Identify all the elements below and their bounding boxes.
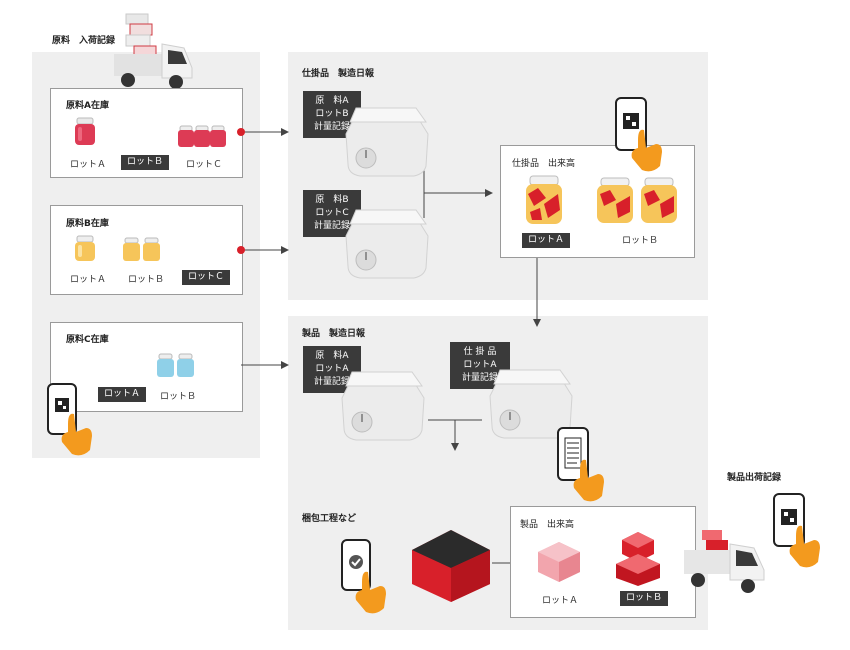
mixed-jar-icon: [526, 175, 562, 224]
jar-icon: [75, 117, 95, 145]
raw-c-stock-card: [50, 322, 243, 412]
connector-dot: [237, 128, 245, 136]
checkmark-phone-icon: [341, 539, 386, 614]
box-icon: [538, 542, 580, 582]
shipping-truck-icon: [684, 530, 765, 593]
weighing-scale-icon: [489, 369, 573, 439]
raw-receiving-heading: 原料 入荷記録: [52, 36, 116, 46]
jar-pair-icon: [123, 237, 160, 261]
raw-a-lot-a-label: ロットＡ: [70, 160, 107, 170]
raw-b-lot-b-label: ロットＢ: [128, 275, 165, 285]
raw-a-lot-b-tag: ロットＢ: [121, 155, 170, 170]
raw-c-lot-a-tag: ロットＡ: [98, 387, 147, 402]
packing-heading: 梱包工程など: [302, 514, 357, 524]
weighing-scale-icon: [345, 209, 429, 279]
weighing-scale-icon: [345, 107, 429, 177]
delivery-truck-icon: [114, 13, 193, 89]
raw-b-title: 原料B在庫: [66, 219, 109, 229]
wip-output-lot-a-tag: ロットＡ: [522, 233, 571, 248]
raw-c-title: 原料C在庫: [66, 335, 109, 345]
product-output-title: 製品 出来高: [520, 520, 575, 530]
shipping-heading: 製品出荷記録: [727, 473, 782, 483]
mixed-jar-pair-icon: [597, 177, 677, 223]
qr-scan-phone-icon: [615, 97, 662, 172]
stacked-boxes-icon: [616, 532, 660, 586]
weighing-scale-icon: [341, 371, 425, 441]
raw-a-lot-c-label: ロットＣ: [186, 160, 223, 170]
qr-scan-phone-icon: [47, 383, 92, 456]
raw-c-lot-b-label: ロットＢ: [160, 392, 197, 402]
raw-a-title: 原料A在庫: [66, 101, 109, 111]
packing-machine-icon: [412, 530, 490, 602]
wip-output-lot-b-label: ロットＢ: [622, 236, 659, 246]
wip-report-heading: 仕掛品 製造日報: [302, 69, 375, 79]
product-report-heading: 製品 製造日報: [302, 329, 366, 339]
document-phone-icon: [557, 427, 604, 502]
product-output-lot-a-label: ロットＡ: [542, 596, 579, 606]
qr-scan-phone-icon: [773, 493, 820, 568]
jar-icon: [75, 235, 95, 261]
raw-b-lot-a-label: ロットＡ: [70, 275, 107, 285]
wip-output-title: 仕掛品 出来高: [512, 159, 576, 169]
product-output-lot-b-tag: ロットＢ: [620, 591, 669, 606]
connector-dot: [237, 246, 245, 254]
raw-b-lot-c-tag: ロットＣ: [182, 270, 231, 285]
jar-group-icon: [178, 125, 226, 147]
jar-pair-icon: [157, 353, 194, 377]
